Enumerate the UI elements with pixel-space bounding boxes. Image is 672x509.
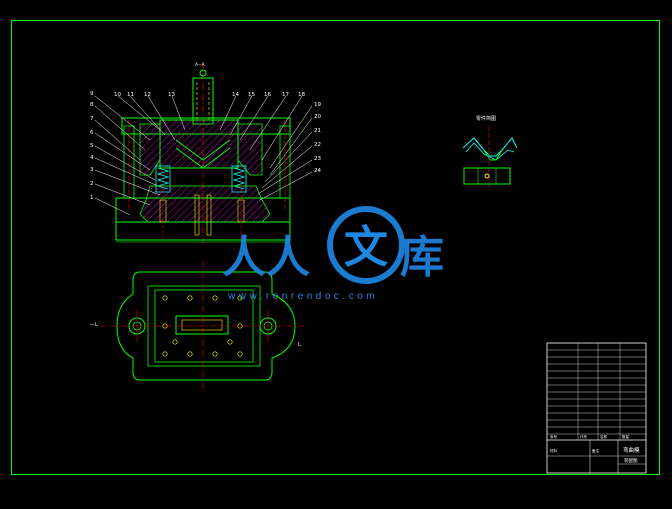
title-block-mark-3: 数量 <box>622 434 630 439</box>
drawing-frame <box>11 20 660 475</box>
plan-view: —L L <box>90 262 308 392</box>
part-number-label: 2 <box>90 181 94 187</box>
title-block-title: 弯曲模 <box>623 446 640 454</box>
watermark-brand-left: 人人 <box>222 233 310 282</box>
blank-part-sketch: 零件简图 <box>462 115 518 190</box>
part-number-label: 13 <box>168 92 175 98</box>
part-number-label: 9 <box>90 91 94 97</box>
part-number-label: 23 <box>314 156 321 162</box>
section-mark-right: L <box>298 342 301 348</box>
part-number-label: 20 <box>314 114 321 120</box>
part-number-label: 24 <box>314 168 321 174</box>
title-block-mark-2: 名称 <box>600 434 608 439</box>
title-block: 弯曲模 装配图 序号 代号 名称 数量 材料 备注 <box>546 342 647 474</box>
part-number-label: 12 <box>144 92 151 98</box>
part-number-label: 3 <box>90 167 94 173</box>
watermark-logo: 人人 文 库 www.renrendoc.com <box>222 206 444 302</box>
front-section-view: A—A <box>90 62 321 245</box>
part-number-label: 8 <box>90 102 94 108</box>
view-tag: A—A <box>195 62 205 67</box>
part-number-label: 19 <box>314 102 321 108</box>
part-number-label: 1 <box>90 195 94 201</box>
part-number-label: 18 <box>298 92 305 98</box>
watermark-brand-circle: 文 <box>344 223 388 272</box>
watermark-url: www.renrendoc.com <box>227 291 378 302</box>
part-number-label: 15 <box>248 92 255 98</box>
part-number-label: 10 <box>114 92 121 98</box>
part-number-label: 17 <box>282 92 289 98</box>
title-block-mark-4: 材料 <box>550 448 558 453</box>
part-number-label: 11 <box>127 92 134 98</box>
blank-label: 零件简图 <box>476 115 496 122</box>
part-number-label: 21 <box>314 128 321 134</box>
section-mark-left: —L <box>90 322 98 328</box>
part-number-label: 14 <box>232 92 239 98</box>
part-number-label: 16 <box>264 92 271 98</box>
part-number-label: 22 <box>314 142 321 148</box>
part-number-label: 5 <box>90 143 94 149</box>
title-block-subtitle: 装配图 <box>624 457 638 464</box>
title-block-mark-0: 序号 <box>550 434 558 439</box>
title-block-mark-5: 备注 <box>592 448 600 453</box>
part-number-label: 6 <box>90 130 94 136</box>
part-number-label: 7 <box>90 116 94 122</box>
watermark-brand-right: 库 <box>400 233 444 282</box>
title-block-mark-1: 代号 <box>580 434 588 439</box>
part-number-label: 4 <box>90 155 94 161</box>
